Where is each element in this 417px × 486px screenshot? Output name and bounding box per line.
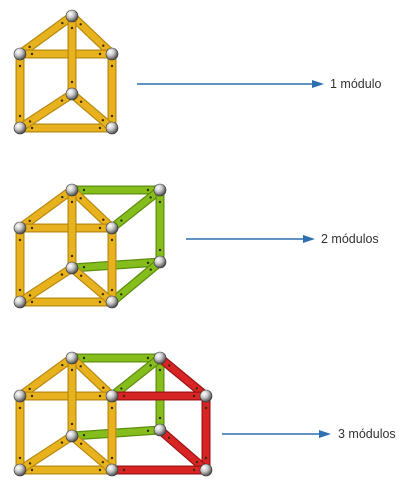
- red-top-rod: [107, 391, 211, 401]
- red-roof-rod: [155, 353, 211, 401]
- connector-ball: [65, 261, 79, 275]
- arrow-1: [137, 80, 324, 88]
- connector-ball: [65, 9, 79, 23]
- roof-rod: [67, 353, 117, 401]
- structure-3-modules: [13, 351, 213, 477]
- connector-ball: [105, 389, 119, 403]
- side-rod: [15, 49, 25, 133]
- connector-ball: [65, 429, 79, 443]
- side-rod: [107, 49, 117, 133]
- roof-rod: [67, 11, 117, 59]
- eave-rod: [15, 223, 117, 233]
- green-back-rod: [155, 185, 165, 267]
- connector-ball: [105, 47, 119, 61]
- base-rod: [15, 297, 117, 307]
- connector-ball: [13, 295, 27, 309]
- brace-rod: [67, 89, 117, 133]
- center-rod: [67, 11, 77, 99]
- connector-ball: [153, 423, 167, 437]
- roof-rod: [15, 353, 77, 401]
- eave-rod: [15, 391, 117, 401]
- green-bottom-rod: [107, 257, 165, 307]
- green-top-rod: [107, 353, 165, 401]
- connector-ball: [13, 121, 27, 135]
- base-rod: [15, 465, 117, 475]
- connector-ball: [105, 463, 119, 477]
- arrow-3: [222, 430, 331, 438]
- connector-ball: [65, 351, 79, 365]
- label-1-module: 1 módulo: [330, 77, 382, 91]
- brace-rod: [15, 431, 77, 475]
- connector-ball: [105, 295, 119, 309]
- red-base-rod: [107, 465, 211, 475]
- brace-rod: [67, 263, 117, 307]
- brace-rod: [15, 263, 77, 307]
- eave-rod: [15, 49, 117, 59]
- red-brace-rod: [155, 425, 211, 475]
- label-2-modules: 2 módulos: [321, 232, 379, 246]
- center-rod: [67, 185, 77, 273]
- connector-ball: [65, 183, 79, 197]
- connector-ball: [105, 221, 119, 235]
- center-rod: [67, 353, 77, 441]
- brace-rod: [15, 89, 77, 133]
- structure-2-modules: [13, 183, 167, 309]
- connector-ball: [65, 87, 79, 101]
- roof-rod: [67, 185, 117, 233]
- green-top-rod: [67, 353, 165, 363]
- connector-ball: [13, 221, 27, 235]
- connector-ball: [13, 463, 27, 477]
- roof-rod: [15, 11, 77, 59]
- connector-ball: [153, 255, 167, 269]
- structure-1-module: [13, 9, 119, 135]
- side-rod: [15, 223, 25, 307]
- green-top-rod: [107, 185, 165, 233]
- side-rod: [15, 391, 25, 475]
- base-rod: [15, 123, 117, 133]
- roof-rod: [15, 185, 77, 233]
- side-rod: [107, 391, 117, 475]
- connector-ball: [13, 389, 27, 403]
- connector-ball: [153, 183, 167, 197]
- connector-ball: [153, 351, 167, 365]
- red-side-rod: [201, 391, 211, 475]
- connector-ball: [105, 121, 119, 135]
- side-rod: [107, 223, 117, 307]
- green-top-rod: [67, 185, 165, 195]
- arrow-2: [186, 235, 315, 243]
- label-3-modules: 3 módulos: [338, 427, 396, 441]
- brace-rod: [67, 431, 117, 475]
- connector-ball: [199, 463, 213, 477]
- connector-ball: [199, 389, 213, 403]
- connector-ball: [13, 47, 27, 61]
